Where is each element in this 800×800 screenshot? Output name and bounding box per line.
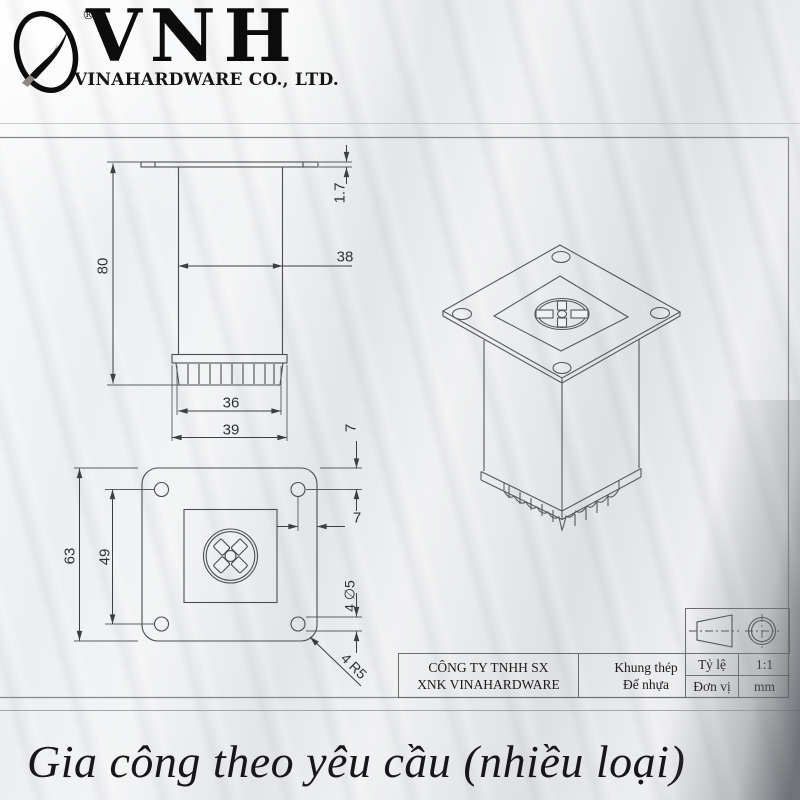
unit-value: mm	[753, 679, 775, 694]
front-view	[140, 161, 319, 386]
brand-company-name: VINAHARDWARE CO., LTD.	[74, 70, 339, 90]
dim-plate-size: 63	[61, 547, 79, 565]
logo-swoosh-icon	[13, 10, 79, 94]
dim-hole-pitch: 49	[96, 548, 114, 566]
unit-label: Đơn vị	[686, 676, 739, 698]
plan-view	[141, 467, 318, 642]
material-line1: Khung thép	[614, 660, 678, 675]
sheet-frame	[0, 123, 800, 711]
projection-symbol-box	[685, 608, 790, 654]
title-block-company: CÔNG TY TNHH SX XNK VINAHARDWARE	[399, 654, 579, 698]
dim-tube-width: 38	[336, 248, 354, 266]
footer-tagline: Gia công theo yêu cầu (nhiều loại)	[27, 736, 686, 787]
isometric-view	[441, 244, 682, 532]
dimension-lines	[76, 145, 362, 687]
scale-label: Tỷ lệ	[686, 654, 739, 676]
title-block-material: Khung thép Đế nhựa	[579, 654, 686, 698]
registered-mark: ®	[82, 8, 95, 23]
dim-hole-spec: 4 ∅5	[341, 580, 358, 612]
dim-overall-height: 80	[94, 257, 112, 275]
dim-plate-thickness: 1.7	[331, 182, 349, 204]
company-line2: XNK VINAHARDWARE	[417, 677, 560, 692]
dim-foot-base-width: 39	[222, 421, 240, 439]
dim-foot-width: 36	[222, 394, 240, 412]
material-line2: Đế nhựa	[623, 677, 669, 692]
phillips-screw-icon	[213, 538, 248, 574]
phillips-screw-iso-icon	[535, 300, 589, 328]
company-line1: CÔNG TY TNHH SX	[428, 660, 549, 675]
scale-value: 1:1	[739, 654, 790, 676]
brand-name: VNH	[86, 0, 300, 78]
dim-edge-offset-vertical: 7	[342, 423, 360, 433]
title-block: CÔNG TY TNHH SX XNK VINAHARDWARE Khung t…	[398, 653, 790, 698]
dim-edge-offset-horizontal: 7	[352, 509, 362, 527]
first-angle-projection-icon	[689, 614, 779, 648]
